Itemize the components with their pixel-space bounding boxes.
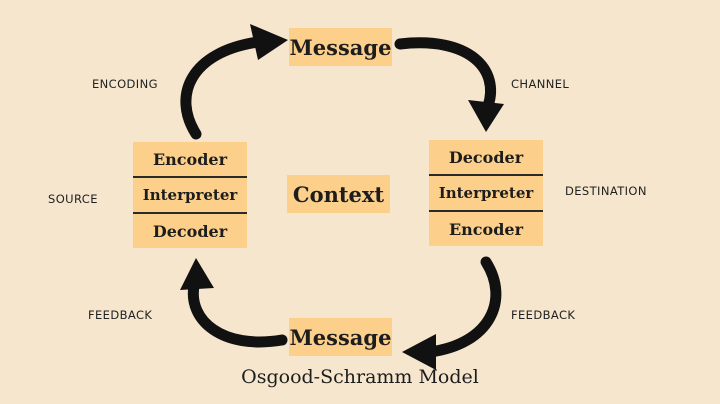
destination-encoder: Encoder xyxy=(448,219,524,239)
message-top-box: Message xyxy=(289,28,392,66)
feedback-left-arrow xyxy=(187,280,288,348)
source-divider-1 xyxy=(133,176,247,178)
destination-decoder: Decoder xyxy=(448,147,524,167)
feedback-right-arrow xyxy=(424,256,502,358)
context-box: Context xyxy=(287,175,390,213)
source-label: SOURCE xyxy=(48,192,98,206)
feedback-right-label: FEEDBACK xyxy=(511,308,576,322)
diagram-title: Osgood-Schramm Model xyxy=(241,366,479,388)
source-interpreter: Interpreter xyxy=(142,186,238,204)
feedback-left-label: FEEDBACK xyxy=(88,308,153,322)
channel-arrow xyxy=(394,37,497,112)
source-divider-2 xyxy=(133,212,247,214)
encoding-arrowhead xyxy=(250,24,288,60)
feedback-left-arrowhead xyxy=(180,258,214,290)
channel-arrowhead xyxy=(468,100,504,132)
feedback-right-arrowhead xyxy=(402,334,436,370)
encoding-arrow xyxy=(180,36,264,140)
source-decoder: Decoder xyxy=(152,221,228,241)
encoding-label: ENCODING xyxy=(92,77,158,91)
source-stack: Encoder Interpreter Decoder xyxy=(133,142,247,248)
destination-interpreter: Interpreter xyxy=(438,184,534,202)
destination-stack: Decoder Interpreter Encoder xyxy=(429,140,543,246)
destination-label: DESTINATION xyxy=(565,184,647,198)
destination-divider-1 xyxy=(429,174,543,176)
source-encoder: Encoder xyxy=(152,149,228,169)
channel-label: CHANNEL xyxy=(511,77,570,91)
message-bottom-box: Message xyxy=(289,318,392,356)
destination-divider-2 xyxy=(429,210,543,212)
